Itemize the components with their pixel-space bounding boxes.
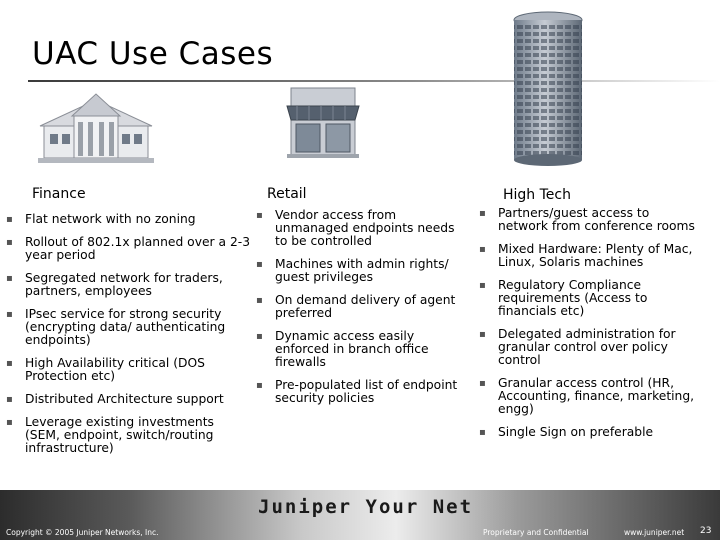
list-item: ▪Flat network with no zoning bbox=[6, 212, 196, 226]
list-item: ▪Dynamic access easily enforced in branc… bbox=[256, 329, 429, 369]
list-item: ▪Segregated network for traders, partner… bbox=[6, 271, 223, 298]
list-item: ▪IPsec service for strong security (encr… bbox=[6, 307, 226, 347]
list-item: ▪Vendor access from unmanaged endpoints … bbox=[256, 208, 455, 248]
high-tech-heading: High Tech bbox=[503, 187, 571, 203]
list-item: ▪Partners/guest access to network from c… bbox=[479, 206, 695, 233]
office-tower-icon bbox=[513, 11, 583, 166]
list-item: ▪Regulatory Compliance requirements (Acc… bbox=[479, 278, 648, 318]
list-item: ▪Distributed Architecture support bbox=[6, 392, 224, 406]
list-item: ▪Leverage existing investments (SEM, end… bbox=[6, 415, 214, 455]
bullet-icon: ▪ bbox=[479, 378, 486, 389]
list-item: ▪Delegated administration for granular c… bbox=[479, 327, 676, 367]
list-item: ▪Pre-populated list of endpoint security… bbox=[256, 378, 458, 405]
bullet-icon: ▪ bbox=[256, 259, 263, 270]
bullet-icon: ▪ bbox=[6, 309, 13, 320]
bullet-icon: ▪ bbox=[479, 208, 486, 219]
finance-heading: Finance bbox=[32, 186, 86, 202]
list-item: ▪Rollout of 802.1x planned over a 2-3 ye… bbox=[6, 235, 251, 262]
title-divider bbox=[28, 80, 720, 82]
bullet-icon: ▪ bbox=[6, 394, 13, 405]
list-item: ▪Single Sign on preferable bbox=[479, 425, 654, 439]
bullet-icon: ▪ bbox=[6, 358, 13, 369]
bullet-icon: ▪ bbox=[256, 331, 263, 342]
copyright-text: Copyright © 2005 Juniper Networks, Inc. bbox=[6, 528, 159, 537]
high-tech-list: ▪Partners/guest access to network from c… bbox=[479, 207, 695, 449]
juniper-brand-logo: Juniper Your Net bbox=[258, 496, 474, 518]
bullet-icon: ▪ bbox=[256, 380, 263, 391]
bank-building-icon bbox=[38, 93, 154, 163]
page-number: 23 bbox=[700, 526, 712, 536]
list-item: ▪Machines with admin rights/ guest privi… bbox=[256, 257, 449, 284]
slide-title: UAC Use Cases bbox=[32, 36, 274, 72]
list-item: ▪On demand delivery of agent preferred bbox=[256, 293, 456, 320]
list-item: ▪Mixed Hardware: Plenty of Mac, Linux, S… bbox=[479, 242, 693, 269]
list-item: ▪Granular access control (HR, Accounting… bbox=[479, 376, 695, 416]
bullet-icon: ▪ bbox=[256, 295, 263, 306]
confidential-text: Proprietary and Confidential bbox=[483, 528, 589, 537]
bullet-icon: ▪ bbox=[479, 280, 486, 291]
retail-heading: Retail bbox=[267, 186, 307, 202]
website-url[interactable]: www.juniper.net bbox=[624, 528, 685, 537]
retail-list: ▪Vendor access from unmanaged endpoints … bbox=[256, 209, 462, 415]
bullet-icon: ▪ bbox=[256, 210, 263, 221]
list-item: ▪High Availability critical (DOS Protect… bbox=[6, 356, 205, 383]
bullet-icon: ▪ bbox=[6, 237, 13, 248]
bullet-icon: ▪ bbox=[6, 273, 13, 284]
bullet-icon: ▪ bbox=[6, 214, 13, 225]
bullet-icon: ▪ bbox=[479, 329, 486, 340]
storefront-icon bbox=[286, 87, 360, 158]
bullet-icon: ▪ bbox=[479, 244, 486, 255]
slide-footer: Juniper Your Net Copyright © 2005 Junipe… bbox=[0, 490, 720, 540]
finance-list: ▪Flat network with no zoning ▪Rollout of… bbox=[6, 213, 252, 465]
bullet-icon: ▪ bbox=[479, 427, 486, 438]
bullet-icon: ▪ bbox=[6, 417, 13, 428]
